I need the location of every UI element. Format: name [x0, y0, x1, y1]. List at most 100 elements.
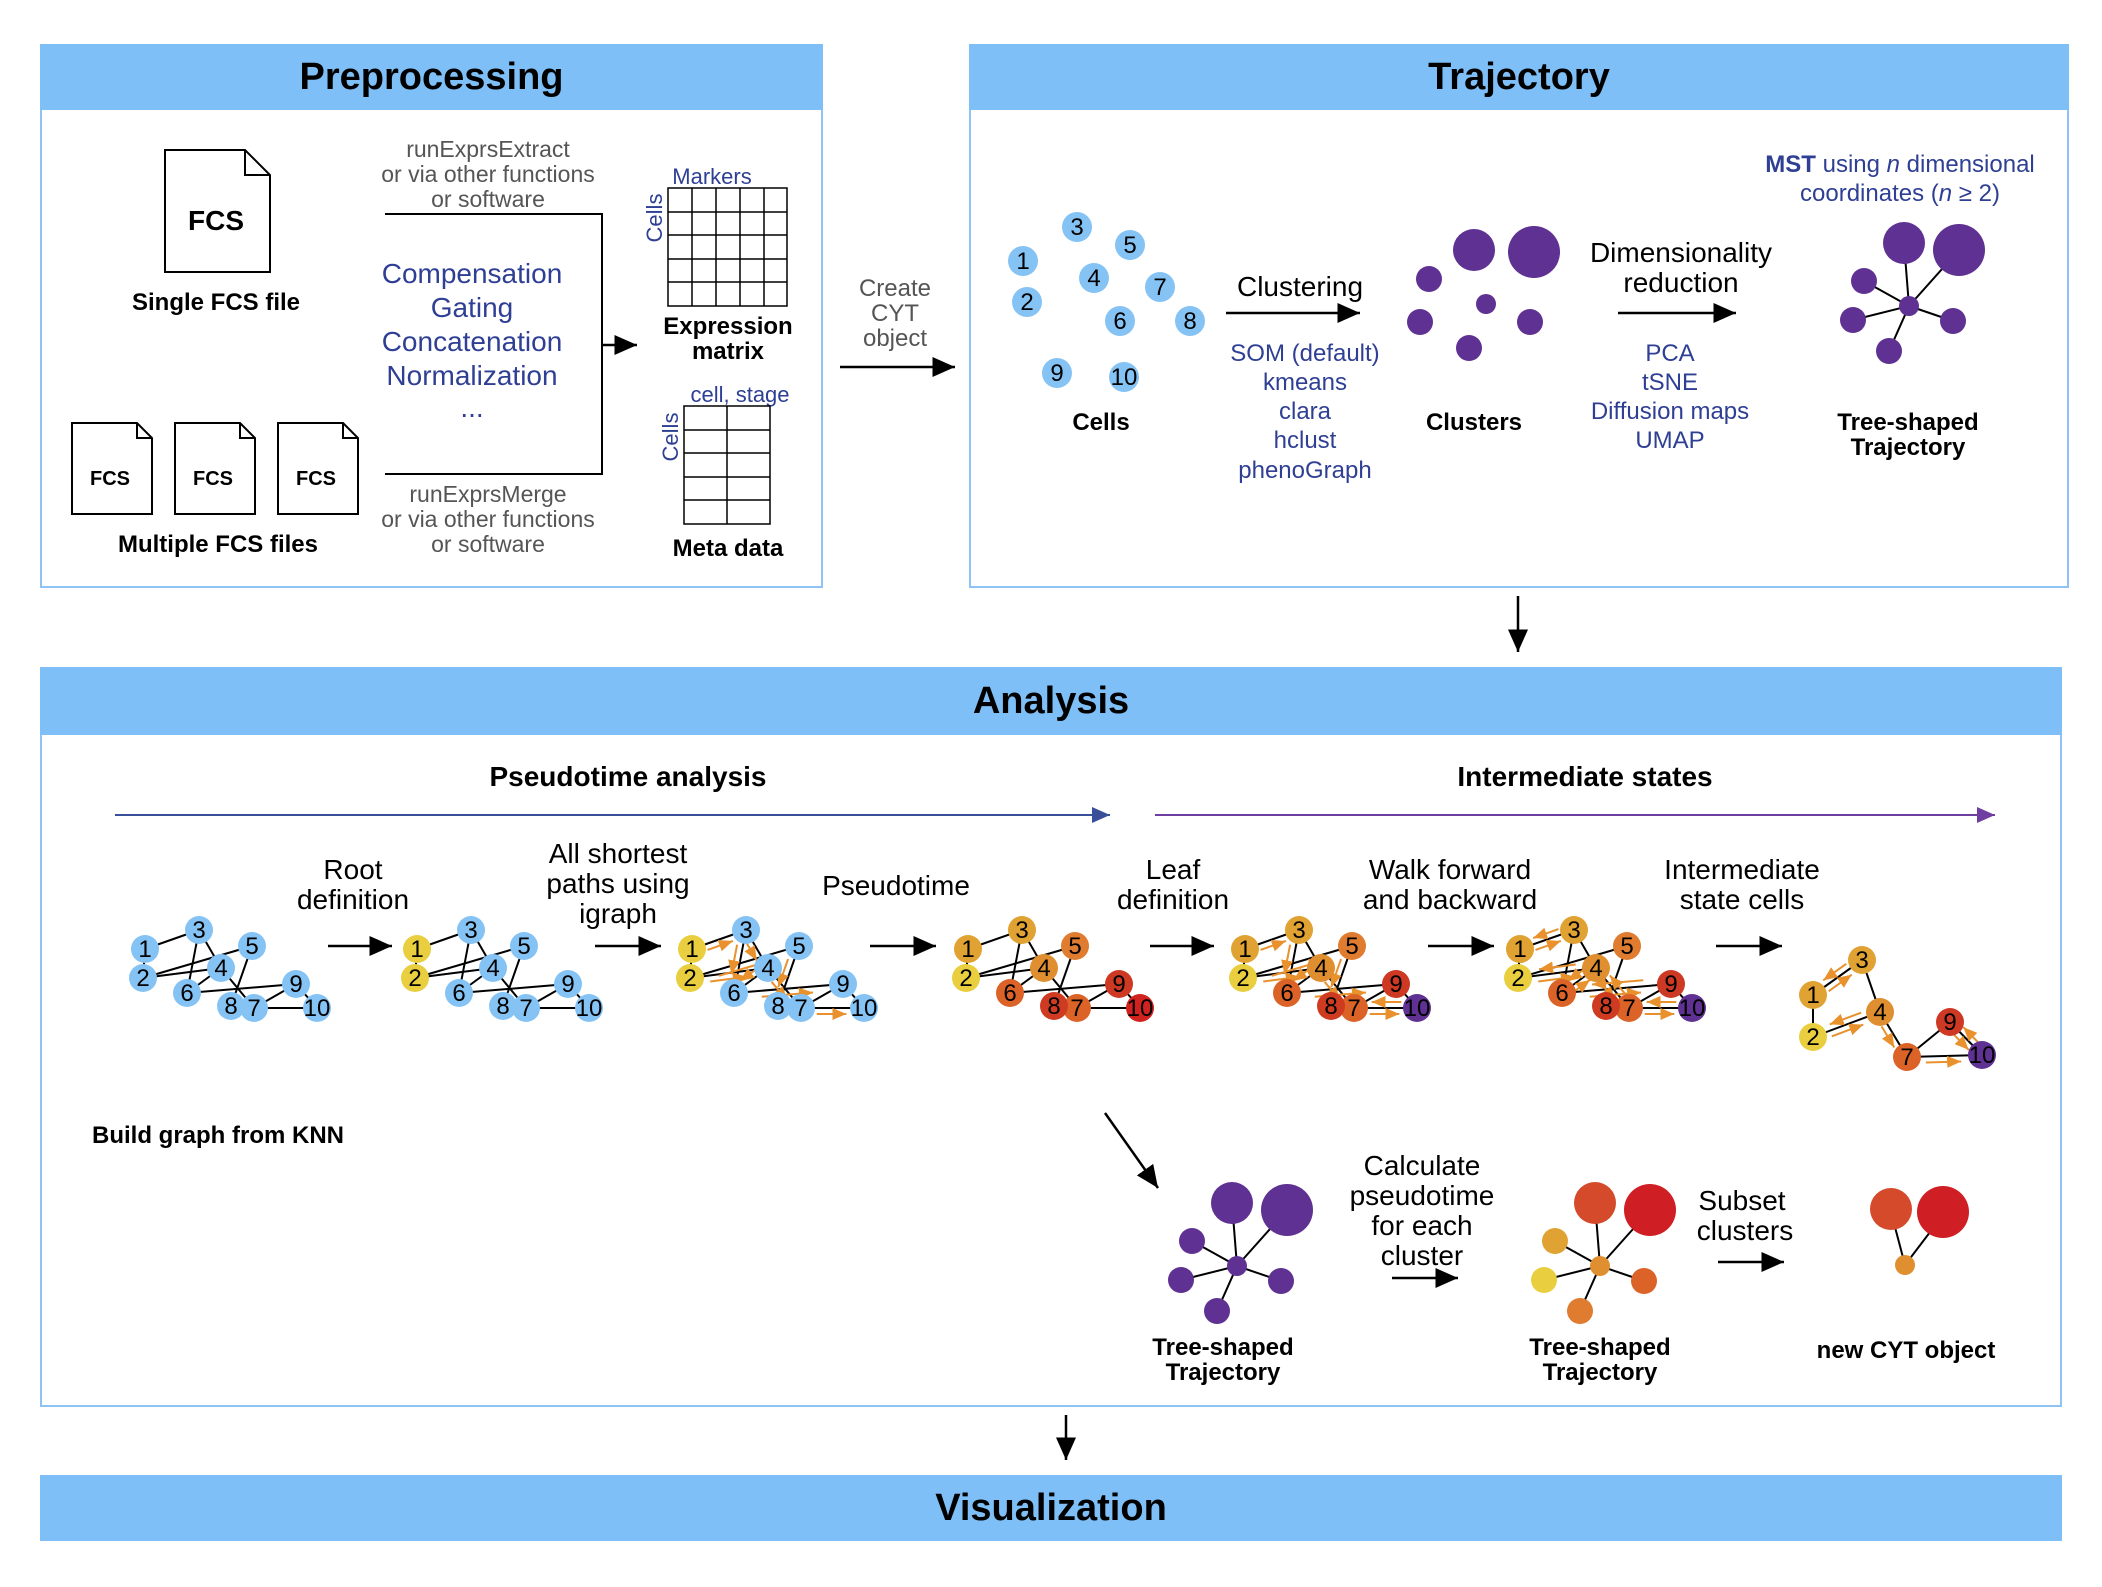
- dimred-line-1: Dimensionality: [1590, 237, 1772, 268]
- merge-line-2: or via other functions: [381, 506, 595, 532]
- path-arrow: [739, 968, 757, 982]
- tree-node: [1531, 1267, 1557, 1293]
- graph-edge: [1517, 945, 1628, 979]
- path-arrow: [1925, 1055, 1962, 1068]
- tree-node: [1631, 1268, 1657, 1294]
- calc-line-1: Calculate: [1364, 1150, 1481, 1181]
- graph-node-label: 2: [1511, 965, 1524, 992]
- graph-node-label: 3: [1015, 917, 1028, 944]
- graph-node-label: 1: [961, 936, 974, 963]
- cells-label: Cells: [1072, 409, 1129, 436]
- extract-line-3: or software: [431, 186, 545, 212]
- graph-node-label: 6: [1280, 980, 1293, 1007]
- tree-node: [1940, 308, 1966, 334]
- graph-node: [1231, 935, 1259, 963]
- graph-node: [1317, 992, 1345, 1020]
- analysis-title: Analysis: [972, 679, 1130, 722]
- graph-node: [510, 932, 538, 960]
- path-arrow: [1281, 944, 1293, 975]
- graph-node: [829, 970, 857, 998]
- graph-node-label: 4: [486, 955, 499, 982]
- tree-label-line-2: Trajectory: [1851, 434, 1966, 461]
- graph-node-label: 2: [136, 965, 149, 992]
- step-leaf-line-1: Leaf: [1146, 854, 1201, 885]
- graph-node-label: 7: [1622, 995, 1635, 1022]
- graph-node-label: 8: [1599, 993, 1612, 1020]
- graph-node-label: 4: [214, 955, 227, 982]
- cell-node: [1008, 246, 1038, 276]
- graph-node: [1105, 970, 1133, 998]
- graph-node: [1506, 935, 1534, 963]
- cluster-dot: [1416, 266, 1442, 292]
- dimred-line-2: reduction: [1623, 267, 1738, 298]
- graph-node-label: 5: [1345, 933, 1358, 960]
- graph-edge: [414, 945, 525, 979]
- graph-node-label: 9: [561, 971, 574, 998]
- graph-node: [678, 935, 706, 963]
- graph-node: [1126, 994, 1154, 1022]
- path-arrow: [1962, 1026, 1980, 1044]
- graph-node: [787, 994, 815, 1022]
- graph-node: [1548, 979, 1576, 1007]
- method-diffusion: Diffusion maps: [1591, 398, 1749, 425]
- cell-node: [1175, 306, 1205, 336]
- graph-edge: [142, 945, 253, 979]
- trajectory-header: Trajectory: [969, 44, 2069, 110]
- graph-node-label: 6: [180, 980, 193, 1007]
- analysis-tree-label-1-line-2: Trajectory: [1166, 1359, 1281, 1386]
- new-cyt-label: new CYT object: [1817, 1337, 1996, 1364]
- cluster-dot: [1453, 229, 1495, 271]
- path-arrow: [1330, 958, 1343, 988]
- graph-node-label: 10: [1404, 995, 1431, 1022]
- graph-node: [1799, 981, 1827, 1009]
- multiple-fcs-label: Multiple FCS files: [118, 531, 318, 558]
- graph-node: [1307, 954, 1335, 982]
- graph-node: [1657, 970, 1685, 998]
- fcs-icon-text-2: FCS: [193, 468, 233, 490]
- visualization-header: Visualization: [40, 1475, 2062, 1541]
- graph-node-label: 4: [1873, 999, 1886, 1026]
- path-arrow: [1538, 961, 1576, 974]
- graph-node: [1866, 998, 1894, 1026]
- tree-node: [1840, 307, 1866, 333]
- cell-node-label: 2: [1020, 289, 1033, 316]
- graph-node-label: 5: [792, 933, 805, 960]
- tree-hub: [1590, 1256, 1610, 1276]
- cell-node: [1079, 263, 1109, 293]
- create-line-3: object: [863, 325, 927, 352]
- preprocessing-title: Preprocessing: [299, 55, 564, 98]
- graph-node-label: 9: [836, 971, 849, 998]
- cell-node: [1042, 358, 1072, 388]
- path-arrow: [1591, 977, 1644, 990]
- tree-node: [1567, 1298, 1593, 1324]
- graph-node-label: 7: [1900, 1044, 1913, 1071]
- tree-node: [1211, 1182, 1253, 1224]
- graph-node-label: 7: [1070, 995, 1083, 1022]
- graph-node: [554, 970, 582, 998]
- method-tsne: tSNE: [1642, 369, 1698, 396]
- graph-node-label: 4: [1589, 955, 1602, 982]
- expression-matrix-grid: [667, 187, 788, 307]
- tree-node: [1168, 1267, 1194, 1293]
- visualization-title: Visualization: [935, 1486, 1167, 1529]
- expression-line-1: Expression: [663, 313, 792, 340]
- trajectory-content: Cells Clustering SOM (default) kmeans cl…: [1072, 151, 2034, 484]
- graph-edge: [186, 983, 297, 994]
- intermediate-states-header: Intermediate states: [1457, 761, 1712, 792]
- analysis-tree-label-1-line-1: Tree-shaped: [1152, 1334, 1293, 1361]
- trajectory-title: Trajectory: [1428, 55, 1610, 98]
- cell-node: [1012, 287, 1042, 317]
- graph-node: [1338, 932, 1366, 960]
- method-umap: UMAP: [1635, 427, 1704, 454]
- path-arrow: [1880, 1025, 1896, 1049]
- graph-node-label: 4: [1037, 955, 1050, 982]
- path-arrow: [707, 939, 734, 952]
- step-walk-line-2: and backward: [1363, 884, 1537, 915]
- pseudotime-analysis-header: Pseudotime analysis: [489, 761, 766, 792]
- analysis-panel: [40, 667, 2062, 1407]
- mst-caption-line-1: MST using n dimensional: [1765, 151, 2035, 178]
- graph-node-label: 10: [1679, 995, 1706, 1022]
- graph-node: [575, 994, 603, 1022]
